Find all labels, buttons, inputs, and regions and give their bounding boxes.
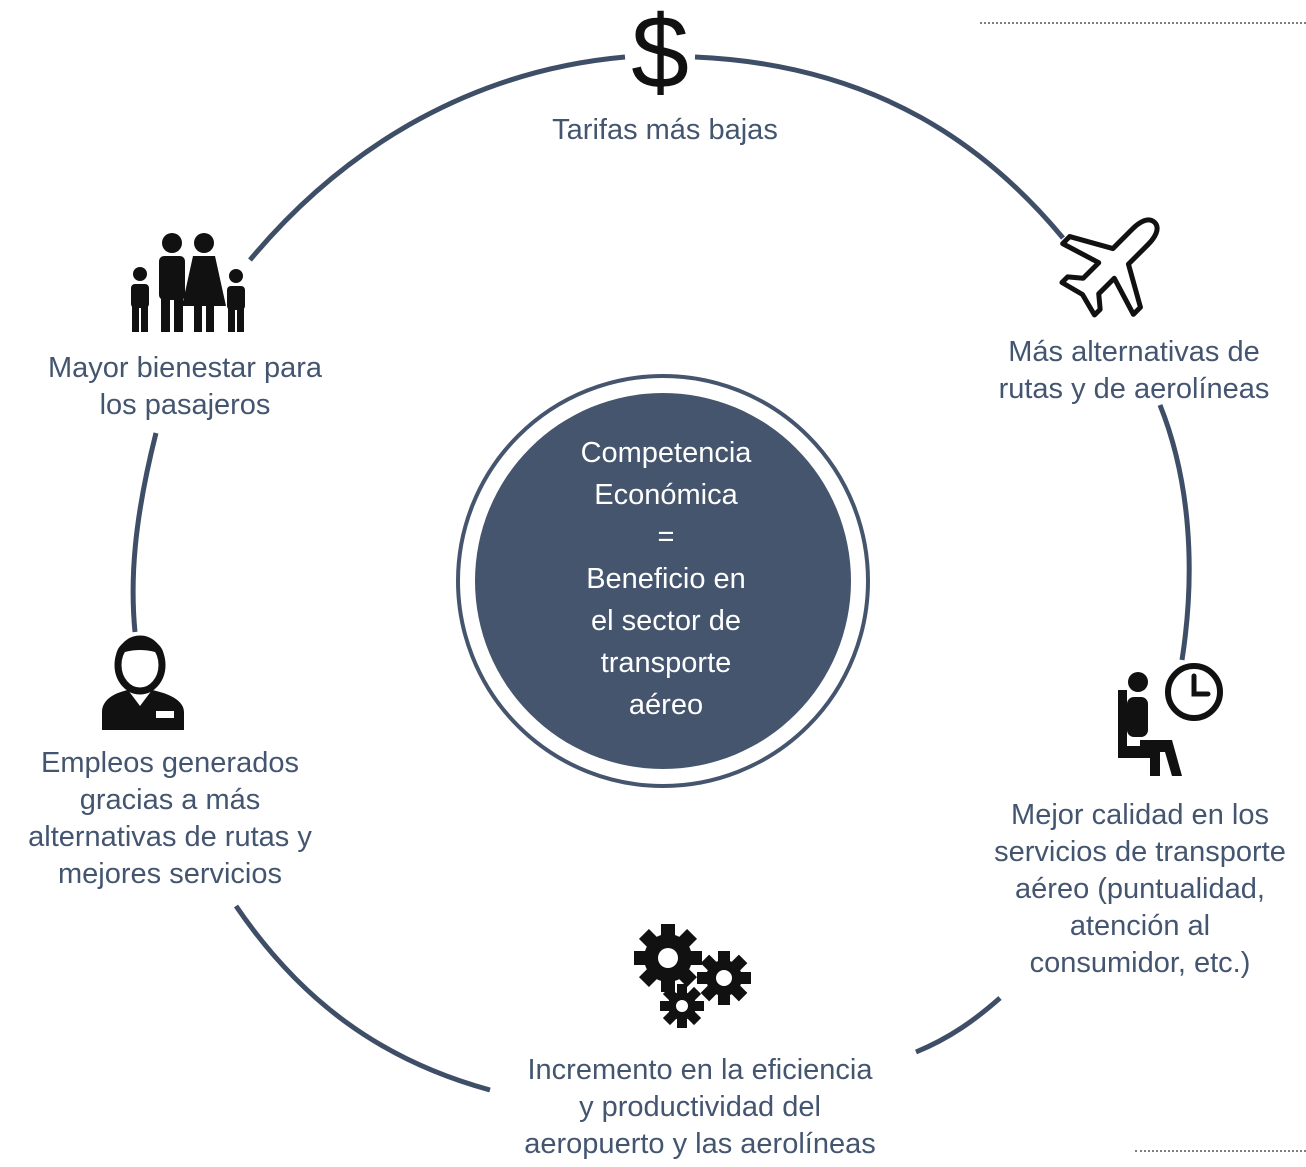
airplane-icon [1059, 217, 1160, 318]
node-label-calidad: Mejor calidad en los servicios de transp… [994, 799, 1286, 979]
center-text: Competencia Económica = Beneficio en el … [580, 437, 752, 721]
node-label-eficiencia: Incremento en la eficiencia y productivi… [524, 1054, 876, 1160]
employee-icon [102, 635, 184, 730]
ring-arc-left [130, 432, 159, 633]
dollar-icon: $ [631, 0, 689, 111]
cycle-ring [130, 54, 1192, 1093]
dotted-line-top [980, 22, 1306, 24]
ring-arc-right [1157, 404, 1192, 661]
center-outer-ring [456, 374, 870, 788]
ring-arc-top-right [694, 54, 1065, 240]
node-label-empleos: Empleos generados gracias a más alternat… [28, 747, 312, 890]
ring-arc-bottom-right [915, 996, 1002, 1055]
dotted-line-bottom [1135, 1150, 1306, 1152]
ring-arc-top-left [248, 54, 626, 262]
center-circle [475, 393, 851, 769]
node-label-tarifas: Tarifas más bajas [552, 114, 778, 146]
node-label-alternativas: Más alternativas de rutas y de aerolínea… [998, 336, 1270, 405]
family-icon [131, 233, 245, 332]
ring-arc-bottom-left [233, 904, 491, 1093]
node-label-bienestar: Mayor bienestar para los pasajeros [47, 352, 323, 421]
waiting-clock-icon [1118, 663, 1223, 776]
gears-icon [634, 924, 751, 1028]
svg-text:$: $ [631, 0, 689, 111]
